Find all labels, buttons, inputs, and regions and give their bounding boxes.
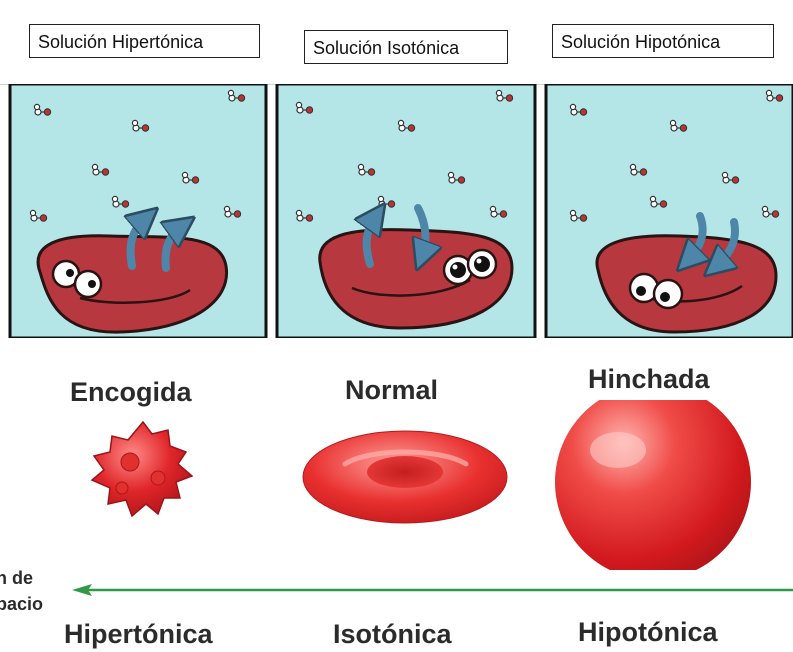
crenated-cell — [92, 422, 192, 516]
red-blood-cells — [0, 400, 793, 570]
hypotonic-solution-label: Solución Hipotónica — [552, 24, 774, 58]
hypotonic-axis-label: Hipotónica — [578, 617, 718, 648]
solution-panels — [0, 84, 793, 338]
swollen-state-title: Hinchada — [588, 364, 710, 395]
swollen-spherical-cell — [555, 400, 751, 570]
isotonic-solution-label: Solución Isotónica — [304, 30, 508, 64]
hypotonic-panel — [546, 84, 793, 338]
hypertonic-axis-label: Hipertónica — [64, 619, 213, 650]
swelling-cell — [597, 236, 776, 332]
isotonic-panel — [277, 84, 535, 338]
solution-labels-bar: Solución Hipertónica Solución Isotónica … — [0, 0, 793, 85]
normal-biconcave-cell — [303, 431, 507, 523]
isotonic-axis-label: Isotónica — [333, 619, 452, 650]
hypertonic-panel — [10, 84, 266, 338]
tonicity-axis-arrow — [0, 578, 793, 602]
hypertonic-solution-label: Solución Hipertónica — [29, 24, 260, 58]
